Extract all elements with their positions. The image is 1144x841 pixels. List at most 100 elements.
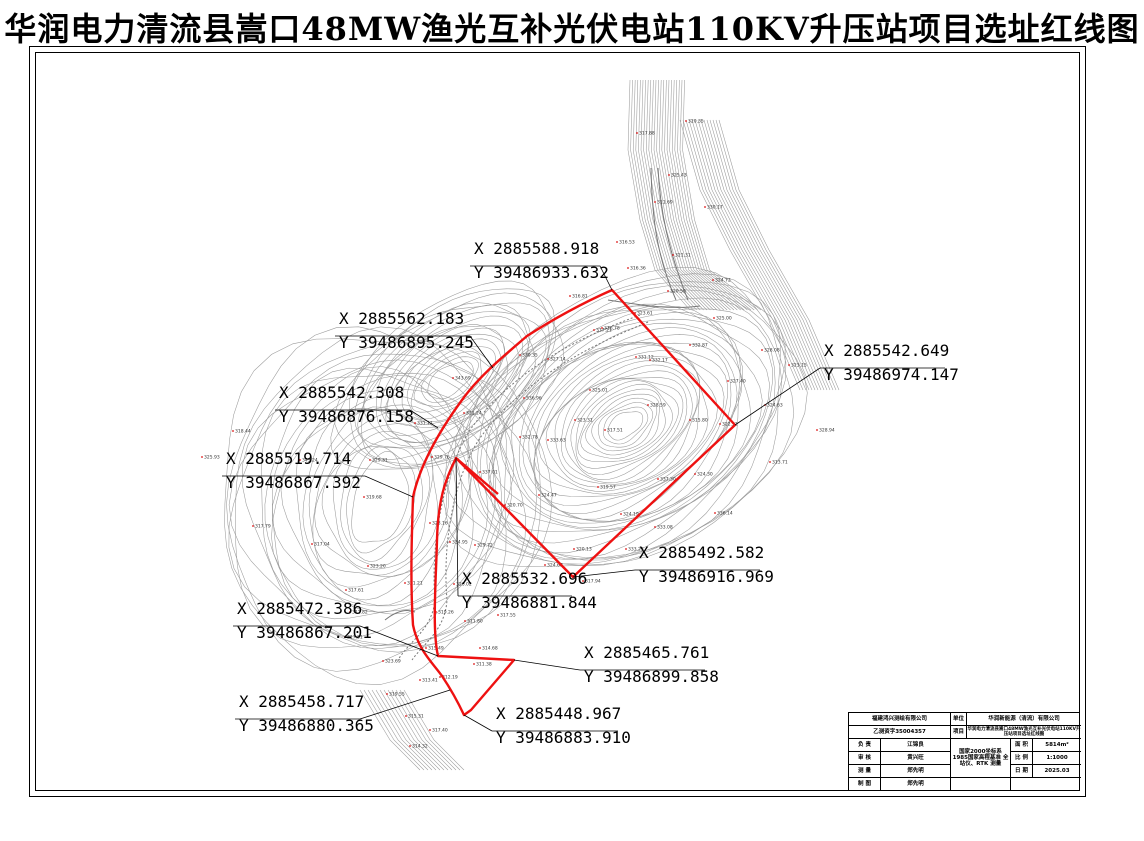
elevation-label: 317.61	[348, 588, 364, 594]
elevation-label: 333.63	[550, 438, 566, 444]
elevation-label: 317.79	[255, 524, 271, 530]
elevation-label: 315.80	[692, 418, 708, 424]
contour-line	[242, 359, 514, 646]
coord-x-label: X 2885562.183	[339, 309, 464, 328]
contour-line	[441, 273, 795, 566]
contour-line	[597, 402, 654, 448]
elevation-label: 318.44	[235, 429, 251, 435]
contour-line	[677, 79, 755, 311]
coord-x-label: X 2885588.918	[474, 239, 599, 258]
contour-line	[709, 119, 831, 391]
boundary-main	[410, 288, 737, 717]
contour-line	[591, 397, 658, 452]
elevation-label: 323.15	[791, 363, 807, 369]
elevation-point-marker	[593, 329, 595, 331]
contour-line	[712, 119, 834, 391]
tb-name-3: 郑先明	[881, 765, 951, 778]
contour-line	[664, 79, 738, 311]
contour-line	[261, 372, 512, 646]
elevation-label: 329.76	[434, 455, 450, 461]
elevation-label: 327.14	[550, 357, 566, 363]
elevation-label: 317.51	[607, 428, 623, 434]
tb-blank	[951, 778, 1011, 790]
contour-line	[427, 361, 474, 400]
contour-line	[697, 119, 819, 391]
contour-line	[312, 412, 449, 578]
contour-line	[561, 370, 693, 484]
elevation-label: 332.87	[692, 343, 708, 349]
contour-line	[638, 79, 704, 311]
contour-line	[575, 380, 679, 469]
elevation-point-marker	[667, 290, 669, 292]
elevation-label: 317.55	[500, 613, 516, 619]
elevation-point-marker	[714, 512, 716, 514]
contour-line	[703, 119, 825, 391]
contour-line	[511, 327, 742, 522]
contour-line	[349, 292, 556, 465]
contour-line	[688, 119, 810, 391]
elevation-label: 337.30	[660, 477, 676, 483]
elevation-label: 320.70	[507, 503, 523, 509]
contour-line	[554, 364, 698, 485]
elevation-label: 331.11	[417, 421, 433, 427]
coord-y-label: Y 39486880.365	[239, 716, 374, 735]
coord-x-label: X 2885465.761	[584, 643, 709, 662]
elevation-point-marker	[573, 548, 575, 550]
tb-project-name: 华润电力清流县嵩口48MW渔光互补光伏电站110KV升压站项目选址红线图	[967, 726, 1081, 739]
elevation-point-marker	[727, 380, 729, 382]
contour-line	[392, 333, 505, 425]
contour-line	[379, 689, 441, 771]
contour-line	[272, 389, 474, 613]
elevation-point-marker	[474, 544, 476, 546]
coord-y-label: Y 39486881.844	[462, 593, 597, 612]
contour-line	[691, 119, 813, 391]
contour-line	[645, 79, 714, 311]
tb-date-label: 日 期	[1011, 765, 1033, 778]
elevation-point-marker	[452, 377, 454, 379]
elevation-label: 317.31	[347, 635, 363, 641]
elevation-point-marker	[582, 580, 584, 582]
elevation-point-marker	[654, 201, 656, 203]
contour-line	[420, 356, 479, 403]
contour-line	[346, 446, 416, 554]
elevation-point-marker	[713, 317, 715, 319]
elevation-point-marker	[788, 364, 790, 366]
elevation-label: 330.17	[707, 205, 723, 211]
elevation-point-marker	[625, 548, 627, 550]
tb-area-label: 面 积	[1011, 739, 1033, 752]
contour-line	[580, 388, 666, 459]
contour-line	[476, 297, 782, 561]
contour-line	[224, 338, 553, 685]
contour-line	[486, 305, 773, 554]
contour-line	[308, 406, 456, 588]
elevation-point-marker	[419, 679, 421, 681]
tb-scale-label: 比 例	[1011, 752, 1033, 765]
elevation-point-marker	[519, 354, 521, 356]
contour-line	[651, 79, 721, 311]
elevation-label: 316.53	[619, 240, 635, 246]
boundary-inner	[455, 457, 499, 495]
contour-line	[334, 288, 555, 469]
outer-frame	[29, 46, 1086, 797]
coord-x-label: X 2885532.696	[462, 569, 587, 588]
elevation-point-marker	[672, 254, 674, 256]
contour-line	[682, 79, 762, 311]
contour-line	[528, 341, 728, 514]
elevation-point-marker	[473, 663, 475, 665]
elevation-point-marker	[349, 611, 351, 613]
elevation-point-marker	[816, 429, 818, 431]
contour-line	[545, 360, 700, 488]
contour-line	[640, 79, 708, 311]
elevation-label: 336.14	[717, 511, 733, 517]
leader-lines	[222, 265, 945, 732]
tb-blank-2	[1011, 778, 1081, 790]
elevation-point-marker	[761, 349, 763, 351]
elevation-point-marker	[647, 404, 649, 406]
elevation-point-marker	[344, 636, 346, 638]
contour-line	[445, 267, 808, 567]
elevation-point-marker	[429, 729, 431, 731]
contour-line	[656, 79, 728, 311]
contour-line	[332, 437, 431, 566]
contour-line	[489, 306, 763, 532]
coord-y-label: Y 39486974.147	[824, 365, 959, 384]
